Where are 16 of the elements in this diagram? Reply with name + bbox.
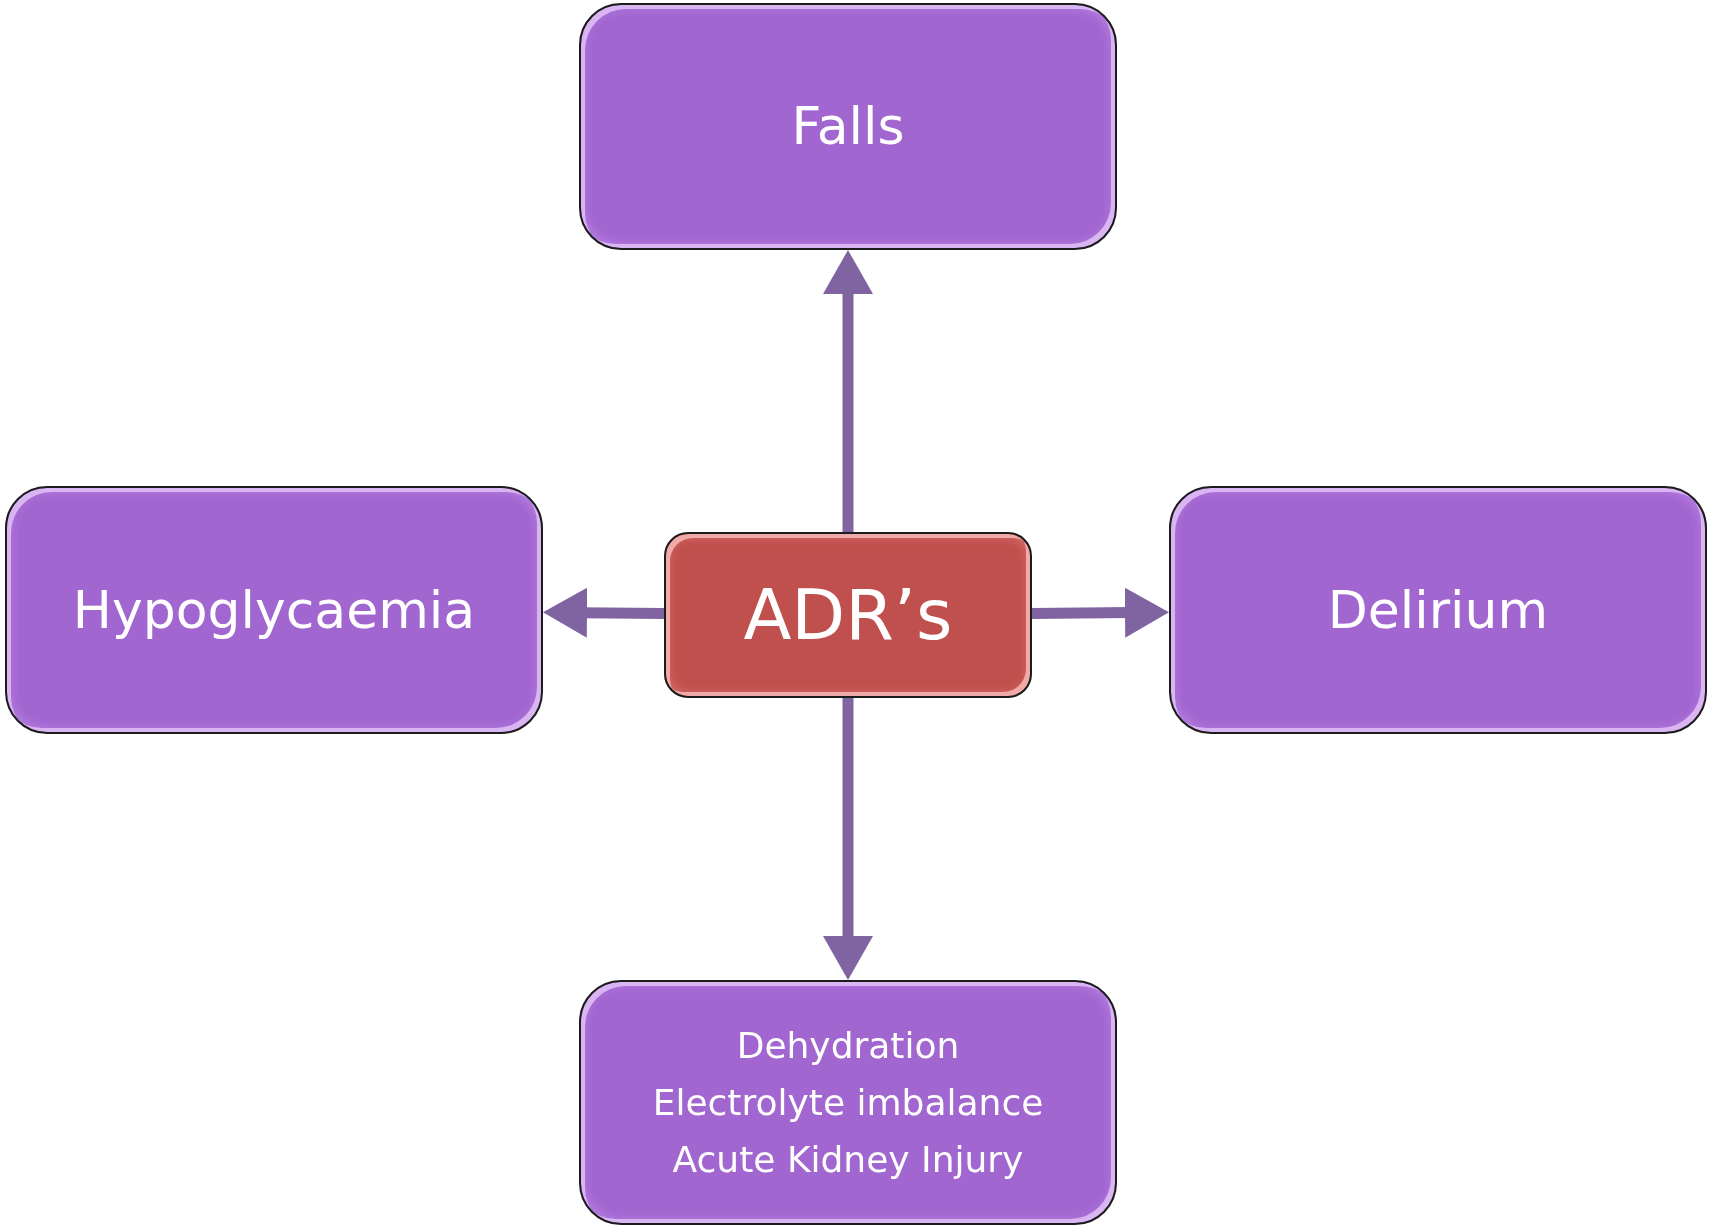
outcome-box (579, 3, 1117, 250)
node-label: ADR’s (743, 573, 953, 657)
outcome-box (5, 486, 543, 734)
node-label: Delirium (1327, 578, 1549, 642)
node-label: Acute Kidney Injury (672, 1138, 1024, 1182)
outcome-box (1169, 486, 1707, 734)
node-label: Falls (791, 95, 905, 158)
node-label: Dehydration (736, 1023, 960, 1067)
arrow (823, 698, 873, 980)
arrow (543, 587, 665, 638)
arrow (1031, 587, 1169, 638)
node-label: Electrolyte imbalance (652, 1080, 1044, 1125)
central-box (664, 532, 1032, 698)
node-label: Hypoglycaemia (72, 578, 476, 642)
arrow (823, 250, 873, 532)
outcome-box (579, 980, 1117, 1225)
